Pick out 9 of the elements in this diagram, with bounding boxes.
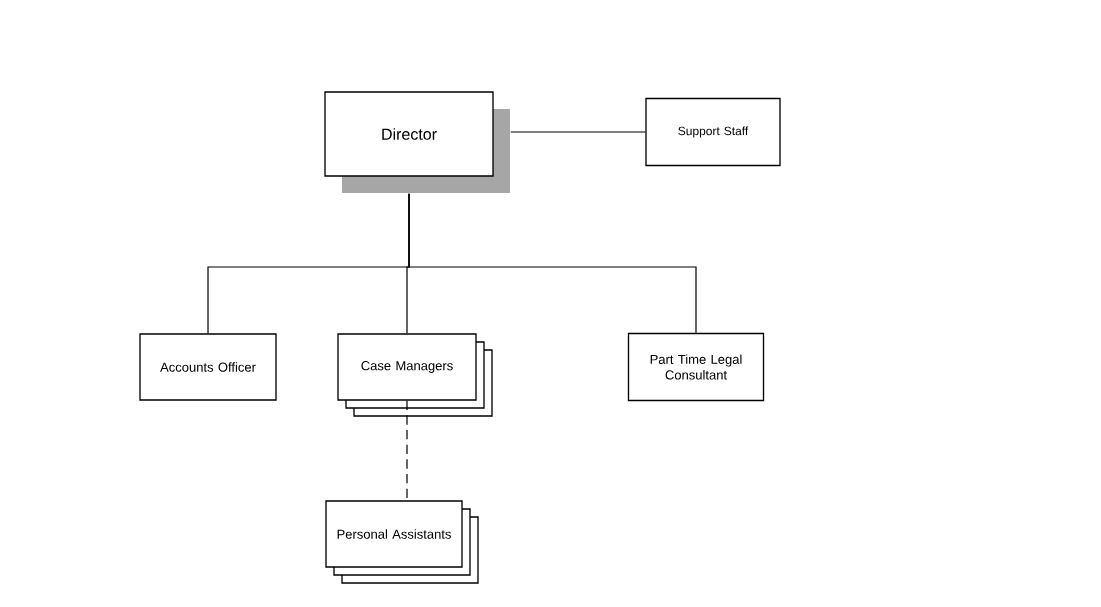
connector-line — [408, 193, 697, 334]
org-box: Support Staff — [645, 97, 781, 167]
connector-line — [510, 131, 646, 133]
dashed-connector — [406, 400, 408, 501]
org-box: Accounts Officer — [139, 333, 277, 401]
stacked-org-box: Personal Assistants — [325, 500, 479, 584]
org-box: Part Time Legal Consultant — [627, 332, 765, 402]
shadowed-org-box: Director — [324, 91, 510, 193]
stacked-org-box: Case Managers — [337, 333, 493, 417]
